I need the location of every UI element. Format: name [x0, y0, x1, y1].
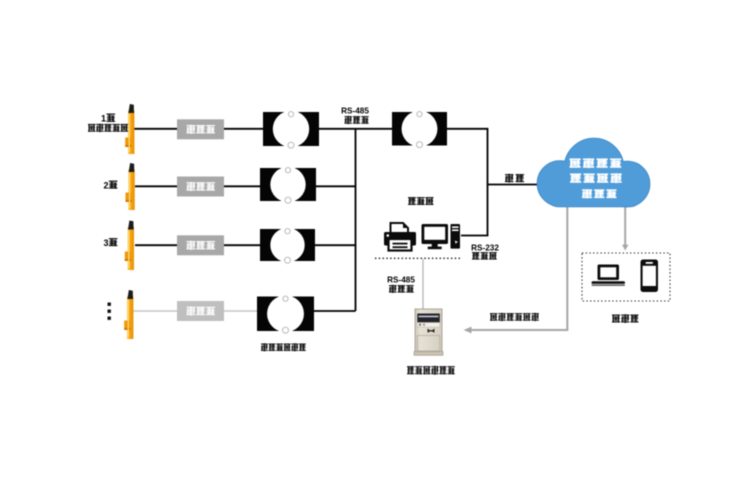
svg-text:RS-232: RS-232 [471, 244, 499, 253]
svg-text:RS-485: RS-485 [387, 276, 415, 285]
svg-text:RS-485: RS-485 [341, 107, 369, 116]
svg-text:2: 2 [104, 181, 109, 191]
svg-text:3: 3 [104, 238, 109, 248]
svg-text:1: 1 [101, 114, 106, 124]
